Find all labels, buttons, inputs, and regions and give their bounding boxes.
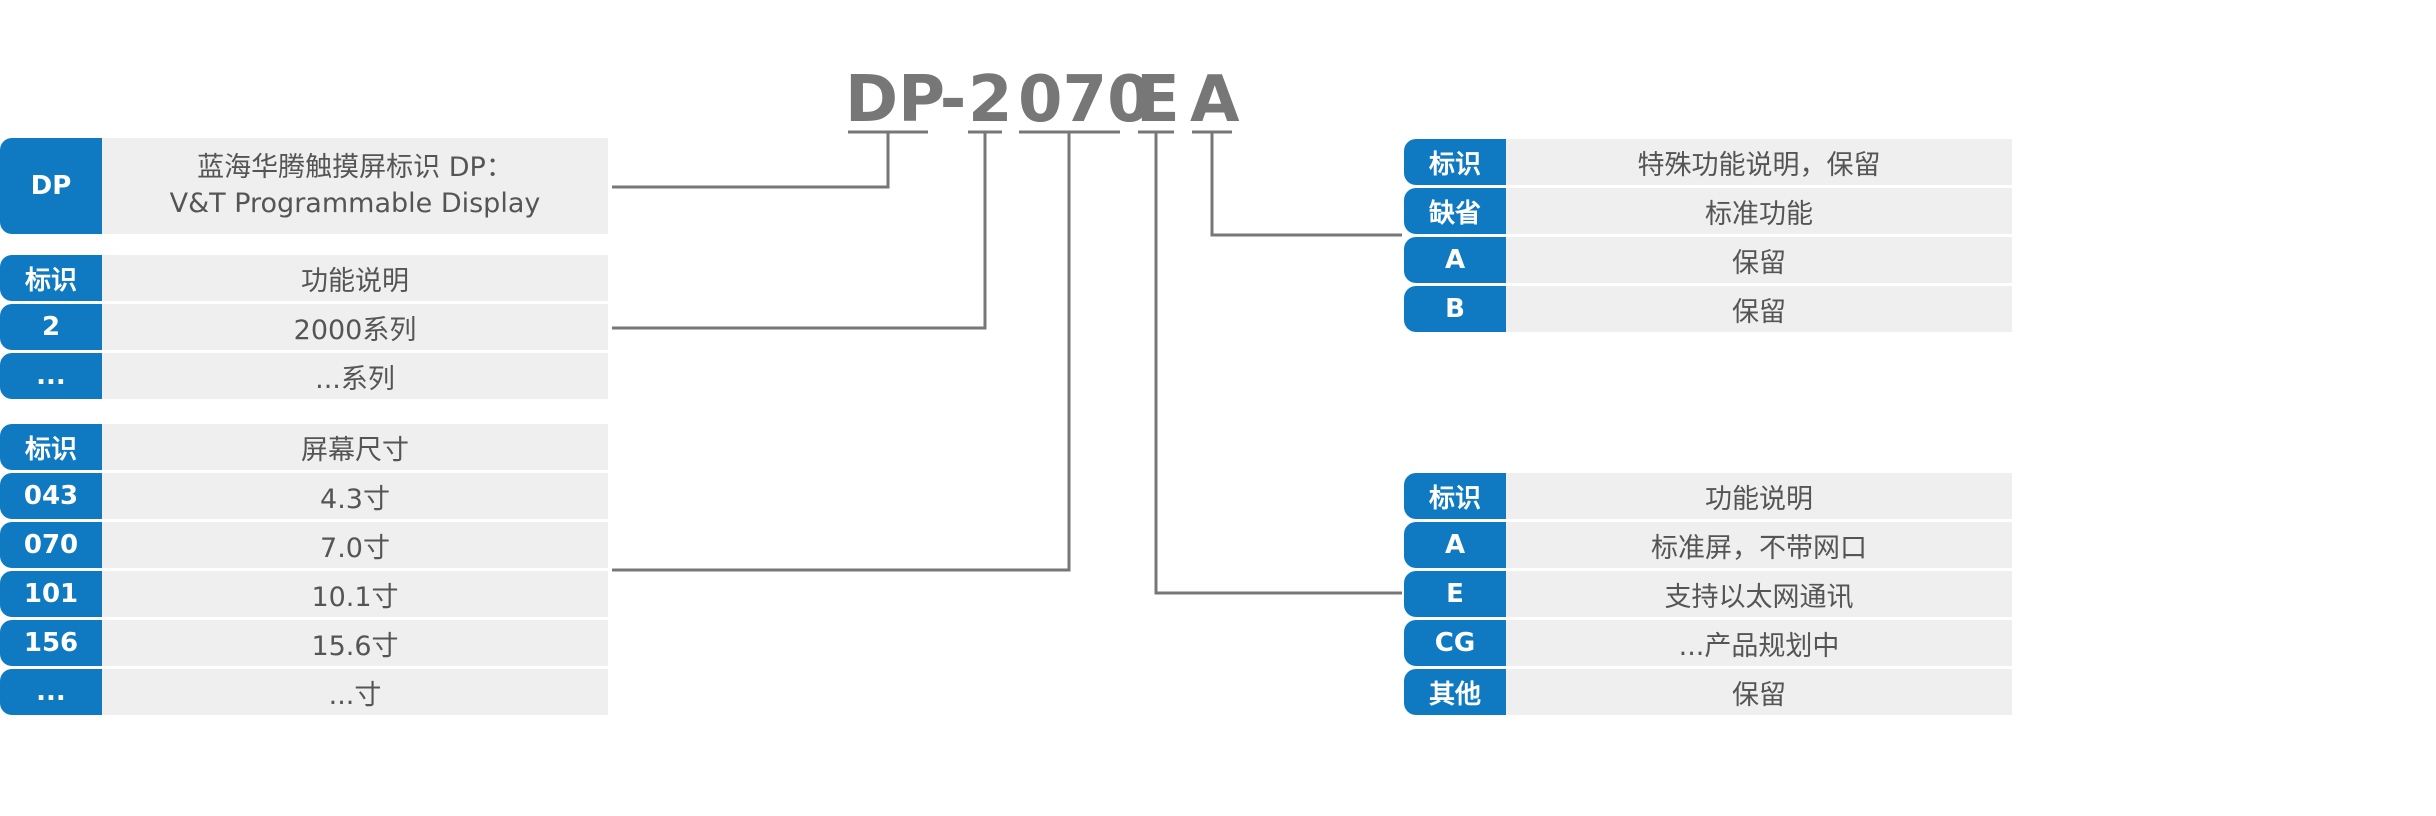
- row-key: 101: [0, 571, 102, 617]
- row-value: 标准屏，不带网口: [1506, 522, 2012, 568]
- dp-description: 蓝海华腾触摸屏标识 DP： V&T Programmable Display: [102, 138, 608, 234]
- row-key: ...: [0, 353, 102, 399]
- table-row: CG ...产品规划中: [1404, 620, 2012, 666]
- table-row: A 保留: [1404, 237, 2012, 283]
- table-row: ... ...系列: [0, 353, 608, 399]
- header-key: 标识: [0, 424, 102, 470]
- table-row: ... ...寸: [0, 669, 608, 715]
- row-value: 10.1寸: [102, 571, 608, 617]
- header-key: 标识: [1404, 473, 1506, 519]
- table-row: 070 7.0寸: [0, 522, 608, 568]
- table-row: 2 2000系列: [0, 304, 608, 350]
- row-key: 2: [0, 304, 102, 350]
- row-key: 043: [0, 473, 102, 519]
- function-table: 标识 功能说明 A 标准屏，不带网口 E 支持以太网通讯 CG ...产品规划中…: [1404, 473, 2012, 716]
- row-value: 7.0寸: [102, 522, 608, 568]
- row-key: 其他: [1404, 669, 1506, 715]
- row-value: 保留: [1506, 237, 2012, 283]
- header-key: 标识: [0, 255, 102, 301]
- connector-dp: [612, 132, 890, 189]
- special-function-table: 标识 特殊功能说明，保留 缺省 标准功能 A 保留 B 保留: [1404, 139, 2012, 333]
- dp-key: DP: [0, 138, 102, 234]
- model-seg-dp: DP: [845, 63, 946, 137]
- model-seg-dash: -: [939, 63, 967, 137]
- row-value: 保留: [1506, 669, 2012, 715]
- table-header: 标识 功能说明: [0, 255, 608, 301]
- table-row: 043 4.3寸: [0, 473, 608, 519]
- table-row: B 保留: [1404, 286, 2012, 332]
- header-value: 功能说明: [102, 255, 608, 301]
- connector-size: [612, 132, 1071, 572]
- row-value: 4.3寸: [102, 473, 608, 519]
- row-value: 标准功能: [1506, 188, 2012, 234]
- row-key: A: [1404, 522, 1506, 568]
- row-key: A: [1404, 237, 1506, 283]
- row-value: ...系列: [102, 353, 608, 399]
- header-value: 功能说明: [1506, 473, 2012, 519]
- row-value: 支持以太网通讯: [1506, 571, 2012, 617]
- row-key: ...: [0, 669, 102, 715]
- dp-block: DP 蓝海华腾触摸屏标识 DP： V&T Programmable Displa…: [0, 138, 608, 234]
- table-row: A 标准屏，不带网口: [1404, 522, 2012, 568]
- model-seg-special: A: [1190, 63, 1240, 137]
- row-key: 156: [0, 620, 102, 666]
- header-value: 特殊功能说明，保留: [1506, 139, 2012, 185]
- row-value: ...寸: [102, 669, 608, 715]
- connector-series: [612, 132, 987, 330]
- row-value: 15.6寸: [102, 620, 608, 666]
- model-seg-series: 2: [968, 63, 1013, 137]
- header-value: 屏幕尺寸: [102, 424, 608, 470]
- row-key: 070: [0, 522, 102, 568]
- row-key: CG: [1404, 620, 1506, 666]
- table-header: 标识 功能说明: [1404, 473, 2012, 519]
- table-row: 101 10.1寸: [0, 571, 608, 617]
- header-key: 标识: [1404, 139, 1506, 185]
- dp-description-line2: V&T Programmable Display: [169, 188, 541, 219]
- connector-special: [1210, 132, 1402, 237]
- table-row: E 支持以太网通讯: [1404, 571, 2012, 617]
- model-seg-size: 070: [1018, 63, 1152, 137]
- row-key: B: [1404, 286, 1506, 332]
- table-row: 缺省 标准功能: [1404, 188, 2012, 234]
- row-key: E: [1404, 571, 1506, 617]
- table-row: 156 15.6寸: [0, 620, 608, 666]
- table-header: 标识 屏幕尺寸: [0, 424, 608, 470]
- row-value: ...产品规划中: [1506, 620, 2012, 666]
- row-value: 保留: [1506, 286, 2012, 332]
- size-table: 标识 屏幕尺寸 043 4.3寸 070 7.0寸 101 10.1寸 156 …: [0, 424, 608, 716]
- row-key: 缺省: [1404, 188, 1506, 234]
- series-table: 标识 功能说明 2 2000系列 ... ...系列: [0, 255, 608, 400]
- connector-function: [1154, 132, 1402, 595]
- row-value: 2000系列: [102, 304, 608, 350]
- dp-description-line1: 蓝海华腾触摸屏标识 DP：: [197, 152, 513, 183]
- table-row: 其他 保留: [1404, 669, 2012, 715]
- model-seg-function: E: [1136, 63, 1180, 137]
- table-header: 标识 特殊功能说明，保留: [1404, 139, 2012, 185]
